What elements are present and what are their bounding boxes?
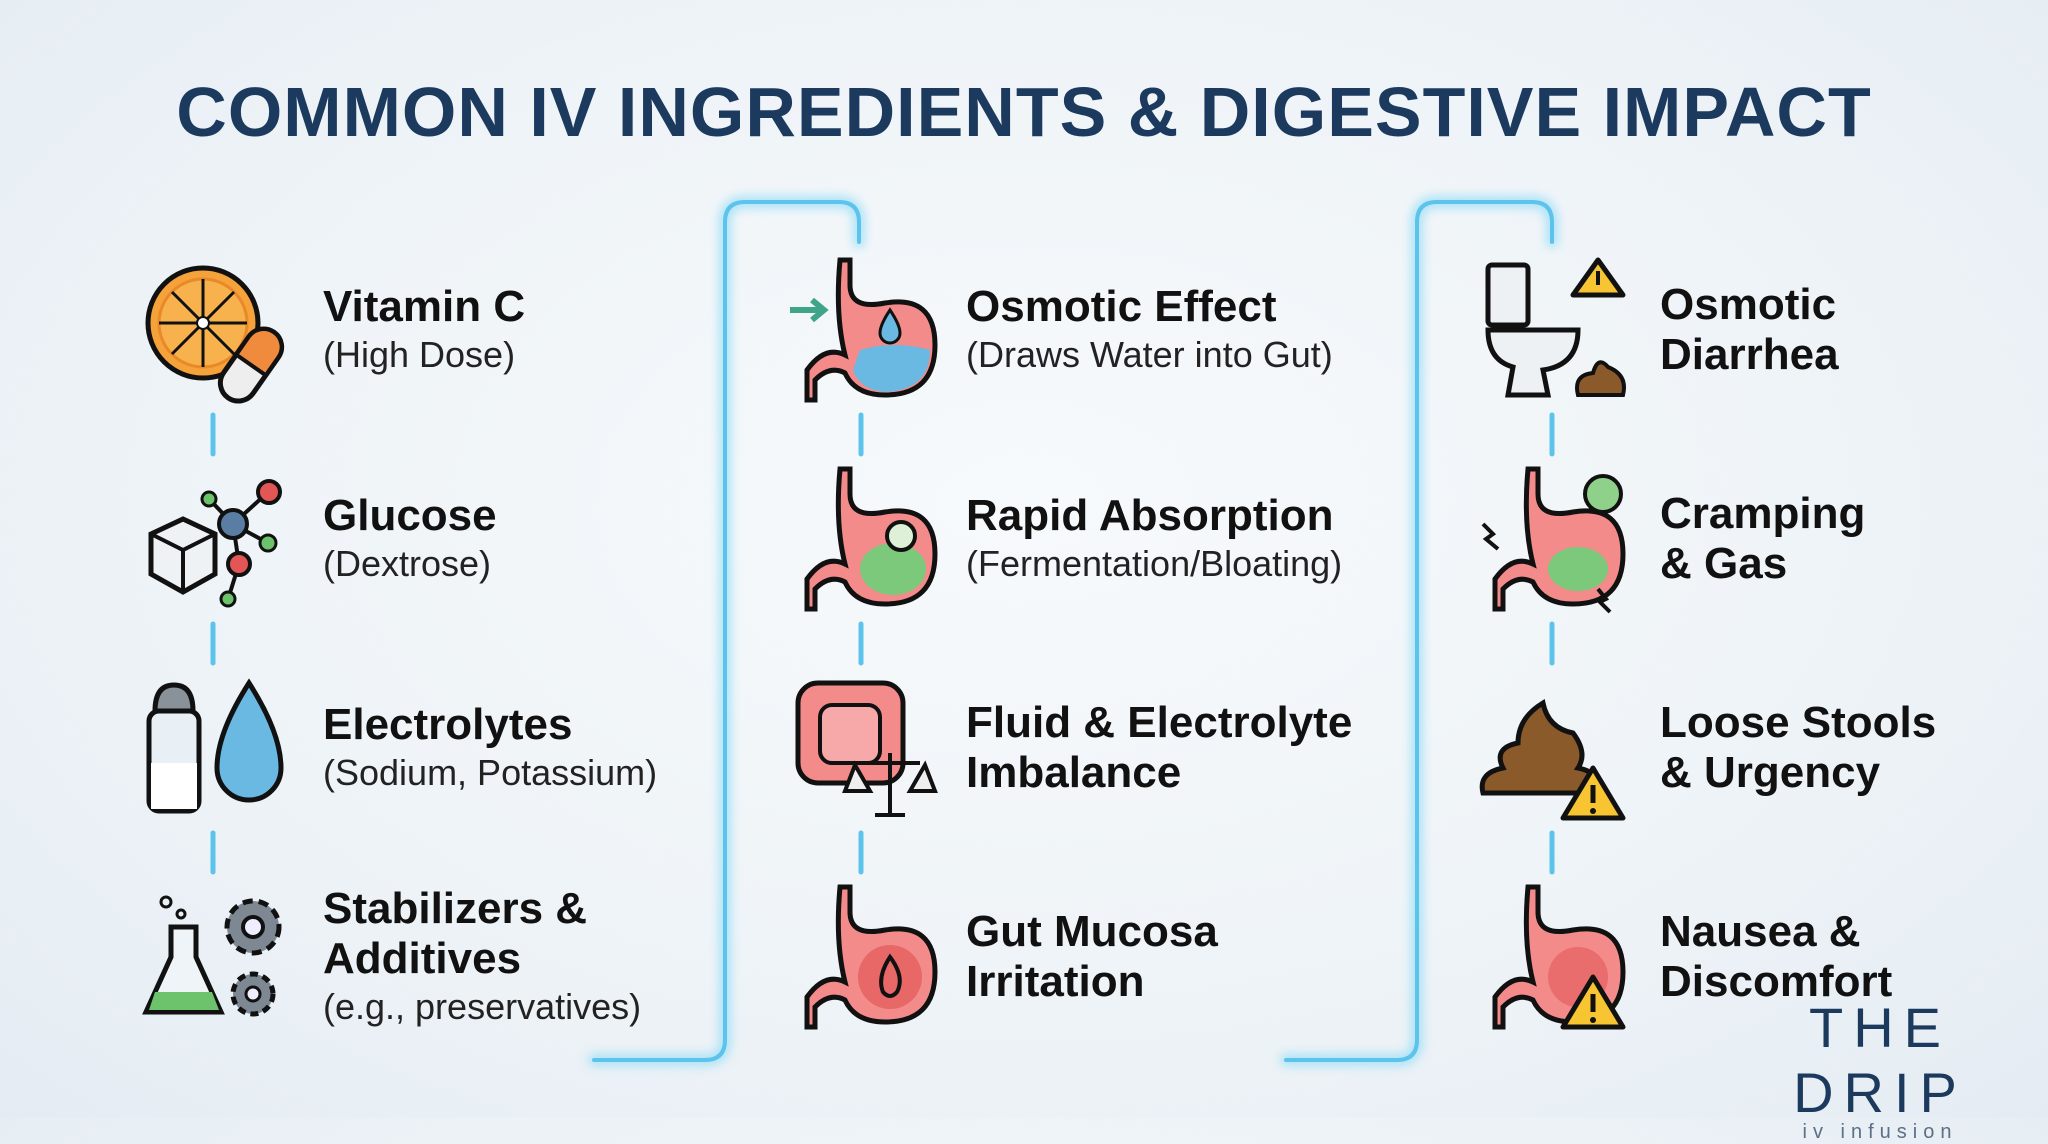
item-heading: Fluid & Electrolyte Imbalance (966, 698, 1353, 797)
item-text: Vitamin C (High Dose) (323, 282, 525, 378)
item-text: Loose Stools & Urgency (1660, 698, 1936, 798)
item-heading: Nausea & Discomfort (1660, 907, 1893, 1006)
flow-item: Osmotic Diarrhea (1478, 255, 1839, 405)
item-text: Fluid & Electrolyte Imbalance (966, 698, 1352, 798)
connector-path (592, 200, 861, 1062)
orange-pill-icon (145, 265, 285, 404)
stomach-gas-icon (1481, 466, 1626, 614)
logo-main: THE DRIP (1793, 996, 1967, 1124)
item-heading: Gut Mucosa Irritation (966, 907, 1218, 1006)
stomach-fire-icon (804, 884, 938, 1030)
flow-item: Loose Stools & Urgency (1478, 673, 1936, 823)
flow-item: Vitamin C (High Dose) (141, 255, 525, 405)
logo-tagline: iv infusion (1802, 1121, 1958, 1143)
item-heading: Electrolytes (323, 700, 573, 749)
flow-item: Fluid & Electrolyte Imbalance (790, 673, 1352, 823)
item-text: Rapid Absorption (Fermentation/Bloating) (966, 491, 1342, 587)
item-subtitle: (Fermentation/Bloating) (966, 543, 1343, 584)
item-subtitle: (Dextrose) (323, 543, 492, 584)
item-text: Gut Mucosa Irritation (966, 907, 1218, 1007)
brand-logo: THE DRIP iv infusion (1712, 995, 2048, 1144)
flow-item: Gut Mucosa Irritation (790, 882, 1218, 1032)
item-subtitle: (High Dose) (323, 334, 516, 375)
item-heading: Vitamin C (323, 282, 526, 331)
flow-item: Rapid Absorption (Fermentation/Bloating) (790, 464, 1342, 614)
salt-water-drop-icon (146, 678, 284, 814)
stool-warning-icon (1479, 699, 1626, 821)
flow-item: Cramping & Gas (1478, 464, 1865, 614)
flow-item: Glucose (Dextrose) (141, 464, 497, 614)
item-heading: Loose Stools & Urgency (1660, 698, 1937, 797)
item-text: Stabilizers & Additives (e.g., preservat… (323, 884, 641, 1030)
flow-item: Osmotic Effect (Draws Water into Gut) (790, 255, 1333, 405)
item-heading: Cramping & Gas (1660, 489, 1866, 588)
flow-item: Stabilizers & Additives (e.g., preservat… (141, 882, 641, 1032)
item-heading: Glucose (323, 491, 497, 540)
flow-connectors (210, 196, 1558, 1066)
item-text: Electrolytes (Sodium, Potassium) (323, 700, 657, 796)
item-heading: Rapid Absorption (966, 491, 1334, 540)
item-heading: Osmotic Effect (966, 282, 1277, 331)
item-heading: Osmotic Diarrhea (1660, 280, 1839, 379)
page-title: COMMON IV INGREDIENTS & DIGESTIVE IMPACT (176, 73, 1872, 151)
flask-gears-icon (142, 895, 282, 1017)
connector-path (1284, 200, 1554, 1062)
stomach-warning-icon (1492, 884, 1626, 1030)
item-subtitle: (Sodium, Potassium) (323, 752, 658, 793)
toilet-warning-icon (1485, 257, 1626, 398)
item-text: Osmotic Effect (Draws Water into Gut) (966, 282, 1333, 378)
sugar-molecule-icon (148, 479, 282, 608)
item-subtitle: (e.g., preservatives) (323, 986, 642, 1027)
flow-item: Electrolytes (Sodium, Potassium) (141, 673, 657, 823)
item-subtitle: (Draws Water into Gut) (966, 334, 1333, 375)
stomach-bloat-icon (804, 466, 938, 612)
item-text: Glucose (Dextrose) (323, 491, 497, 587)
stomach-water-icon (790, 257, 938, 403)
item-text: Cramping & Gas (1660, 489, 1865, 589)
item-text: Nausea & Discomfort (1660, 907, 1892, 1007)
item-heading: Stabilizers & Additives (323, 884, 588, 983)
intestine-scale-icon (795, 680, 938, 817)
flow-item: Nausea & Discomfort (1478, 882, 1892, 1032)
item-text: Osmotic Diarrhea (1660, 280, 1839, 380)
